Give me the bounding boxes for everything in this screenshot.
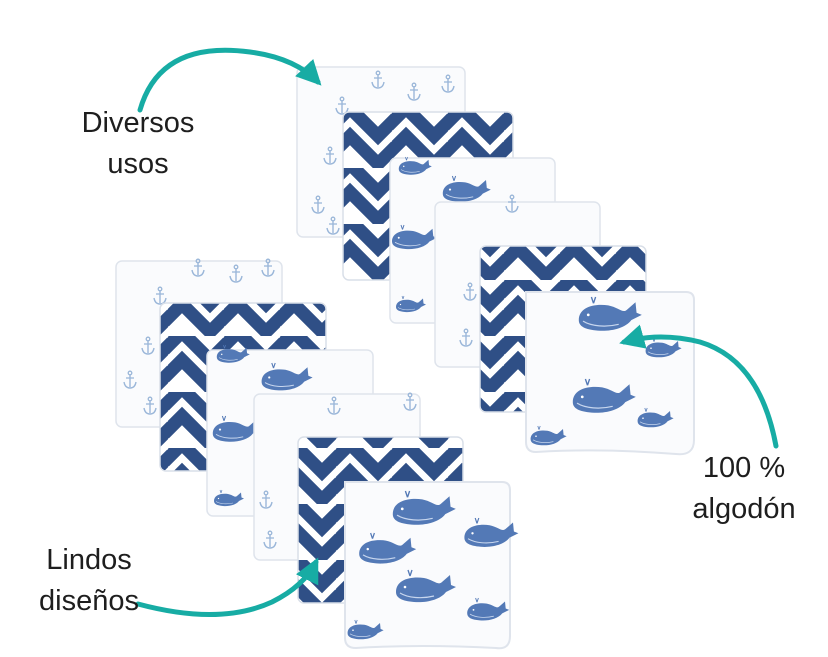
caption-cotton: 100 % algodón bbox=[660, 448, 828, 530]
caption-designs-line2: diseños bbox=[39, 585, 139, 617]
caption-uses: Diversos usos bbox=[58, 103, 218, 185]
arrow-cotton bbox=[619, 324, 779, 449]
washcloth-stack-bottom bbox=[115, 258, 519, 650]
washcloth-stack-top bbox=[296, 66, 695, 456]
caption-uses-line2: usos bbox=[107, 148, 169, 180]
arrow-uses bbox=[137, 47, 322, 113]
arrow-designs bbox=[135, 557, 319, 617]
washcloth-whales-bottom-front bbox=[344, 481, 519, 650]
caption-designs-line1: Lindos bbox=[46, 544, 132, 576]
caption-cotton-line1: 100 % bbox=[702, 452, 786, 484]
caption-cotton-line2: algodón bbox=[692, 493, 796, 525]
caption-uses-line1: Diversos bbox=[81, 107, 195, 139]
washcloth-whales-top-front bbox=[525, 291, 695, 456]
caption-designs: Lindos diseños bbox=[18, 540, 160, 622]
